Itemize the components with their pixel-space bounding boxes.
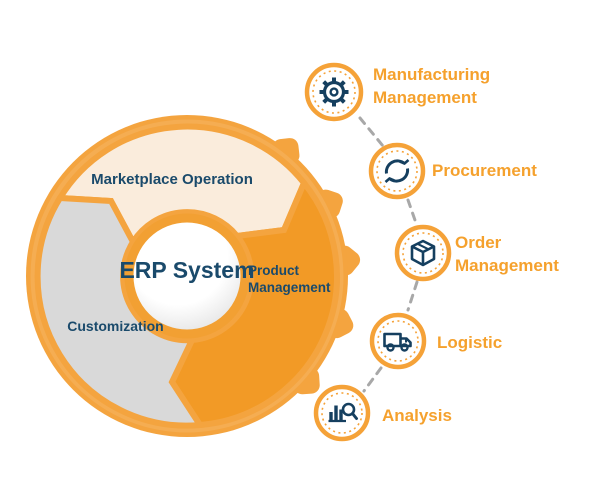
center-hub-circle: [124, 213, 250, 339]
cycle-segments: [34, 123, 340, 429]
module-icon-ring: [368, 142, 426, 200]
dashed-connector: [358, 116, 385, 148]
dashed-connectors: [358, 116, 419, 393]
segment-label-customization: Customization: [67, 318, 164, 334]
exchange-arrows-icon: [384, 159, 410, 183]
module-label-analysis: Analysis: [382, 406, 452, 425]
procurement-badge: [368, 142, 426, 200]
module-icon-inner-ring: [312, 70, 356, 114]
segment-marketplace-operation: [54, 123, 308, 248]
center-hub-label: ERP System: [119, 257, 255, 283]
segment-label-marketplace-operation: Marketplace Operation: [91, 171, 253, 188]
segment-customization: [34, 194, 206, 429]
module-icon-inner-ring: [377, 320, 419, 362]
manufacturing-badge: [304, 62, 364, 122]
module-label-procurement: Procurement: [432, 161, 537, 180]
bar-chart-magnifier-icon: [328, 402, 358, 423]
module-icon-ring: [369, 312, 427, 370]
ring-texture: [30, 119, 344, 433]
logistic-badge: [369, 312, 427, 370]
module-label-manufacturing-management: Manufacturing Management: [373, 65, 491, 107]
segment-label-product-management: Product Management: [248, 263, 331, 295]
order-badge: [394, 224, 452, 282]
dashed-connector: [406, 280, 419, 312]
module-icon-inner-ring: [321, 392, 363, 434]
module-label-order-management: Order Management: [455, 233, 559, 275]
dashed-connector: [362, 366, 383, 393]
module-label-logistic: Logistic: [437, 333, 503, 352]
analysis-badge: [313, 384, 371, 442]
gear-icon: [319, 77, 349, 107]
module-icon-inner-ring: [376, 150, 418, 192]
module-icon-inner-ring: [402, 232, 444, 274]
dashed-connector: [406, 198, 418, 225]
package-box-icon: [410, 239, 436, 267]
module-icon-ring: [304, 62, 364, 122]
truck-icon: [383, 332, 412, 352]
segment-product-management: [168, 177, 340, 429]
